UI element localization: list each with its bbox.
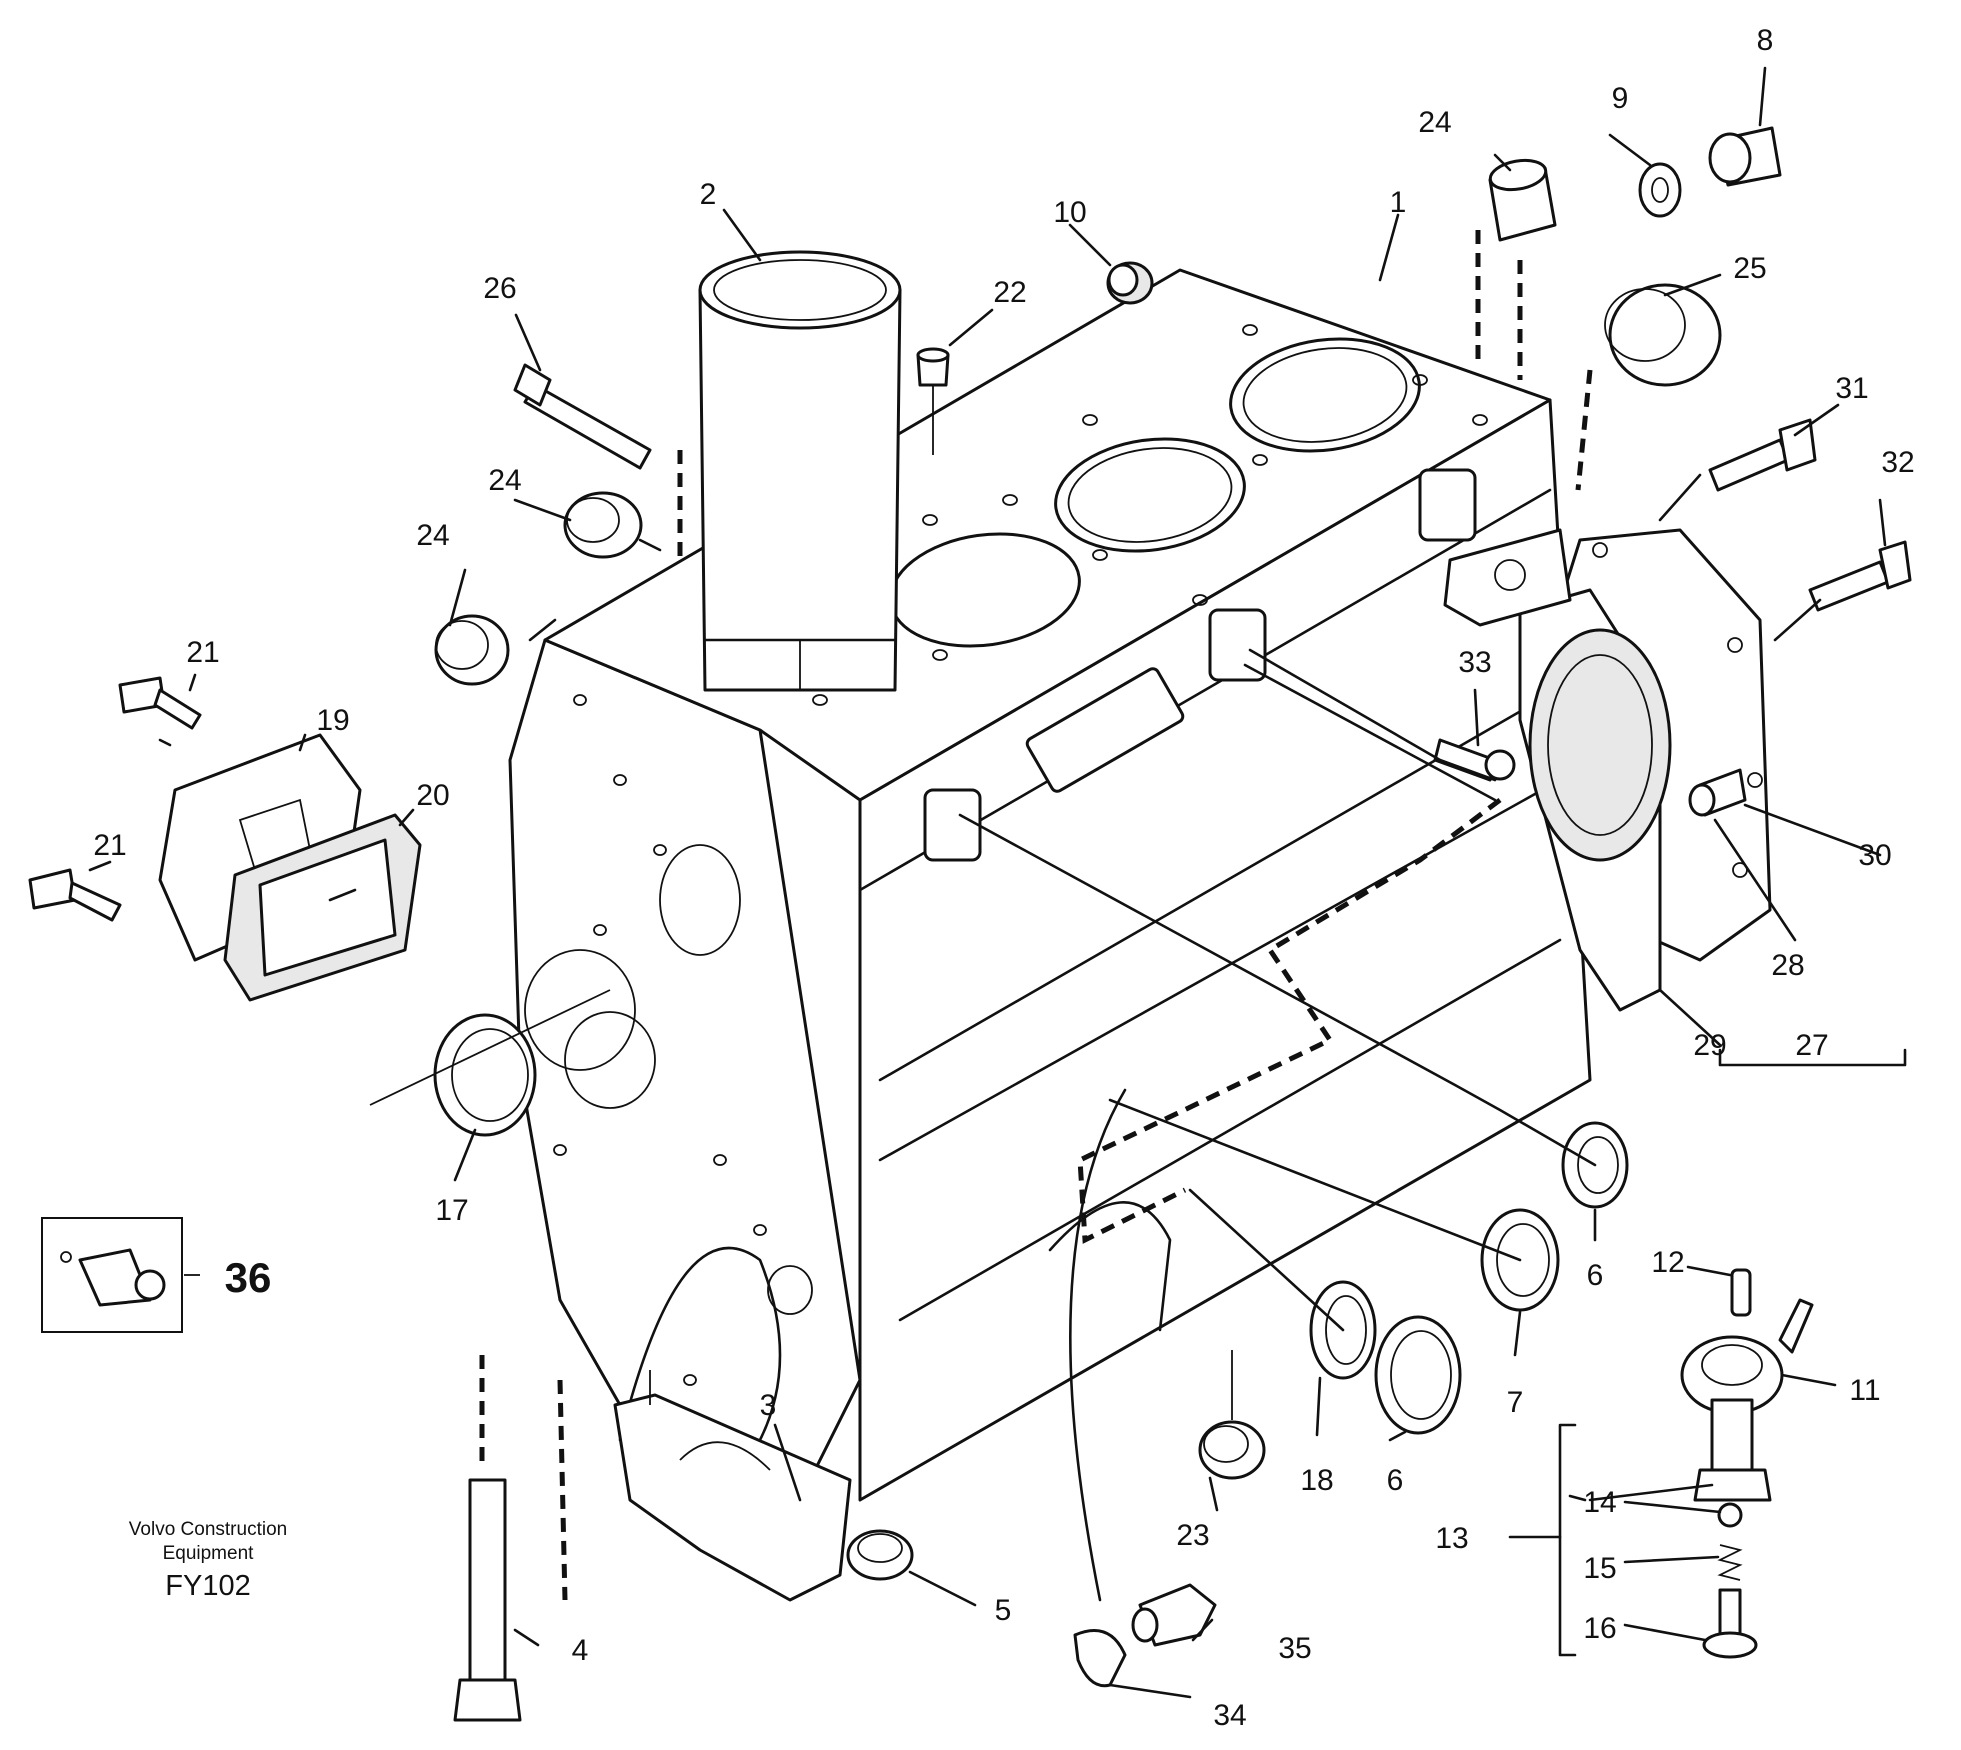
- engine-block: [508, 268, 1592, 1502]
- seal-6-bottom: [1374, 1315, 1462, 1435]
- callout-19: 19: [316, 704, 349, 737]
- callout-11: 11: [1849, 1374, 1880, 1407]
- valve-13: [1693, 1398, 1772, 1502]
- bolt-32: [1808, 540, 1912, 612]
- callout-17: 17: [435, 1194, 468, 1227]
- bracket-27: [1718, 1048, 1907, 1067]
- inset-36: [41, 1217, 200, 1333]
- callout-5: 5: [995, 1594, 1012, 1627]
- callout-28: 28: [1771, 949, 1804, 982]
- callout-15: 15: [1583, 1552, 1616, 1585]
- rear-seal-housing: [1518, 528, 1772, 1012]
- ball-14: [1717, 1502, 1743, 1528]
- callout-35: 35: [1278, 1632, 1311, 1665]
- callout-21b: 21: [93, 829, 126, 862]
- core-plug-24-top: [1475, 158, 1557, 360]
- spring-15: [1717, 1544, 1743, 1581]
- callout-29: 29: [1693, 1029, 1726, 1062]
- callout-4: 4: [572, 1634, 589, 1667]
- callout-7: 7: [1507, 1386, 1524, 1419]
- callout-12: 12: [1651, 1246, 1684, 1279]
- callout-9: 9: [1612, 82, 1629, 115]
- callout-32: 32: [1881, 446, 1914, 479]
- callout-6b: 6: [1387, 1464, 1404, 1497]
- bolt-21-bottom: [28, 868, 122, 922]
- plug-8: [1708, 126, 1782, 187]
- callout-22: 22: [993, 276, 1026, 309]
- cap-25: [1575, 283, 1722, 491]
- brand-line-1: Volvo Construction: [128, 1519, 288, 1540]
- callout-23: 23: [1176, 1519, 1209, 1552]
- callout-36: 36: [225, 1254, 272, 1301]
- stud-bolt: [513, 363, 683, 560]
- leader-lines: [88, 66, 1887, 1699]
- washer-9: [1517, 162, 1682, 380]
- callout-27: 27: [1795, 1029, 1828, 1062]
- dowel-30: [1688, 768, 1747, 817]
- guide-lines: [158, 473, 1822, 1602]
- callout-26: 26: [483, 272, 516, 305]
- oil-jet-11: [1680, 1298, 1814, 1415]
- bracket-13: [1558, 1423, 1577, 1657]
- callout-3: 3: [760, 1389, 777, 1422]
- fitting-34: [1073, 1629, 1127, 1688]
- callout-30: 30: [1858, 839, 1891, 872]
- plug-5: [846, 1529, 914, 1581]
- callout-10: 10: [1053, 196, 1086, 229]
- gasket-20: [223, 813, 422, 1002]
- pin-12: [1730, 1268, 1752, 1317]
- callout-31: 31: [1835, 372, 1868, 405]
- callout-25: 25: [1733, 252, 1766, 285]
- footer-brand: Volvo Construction Equipment FY102: [78, 1518, 338, 1604]
- plug-10: [1106, 261, 1154, 305]
- bearing-17: [369, 989, 611, 1137]
- callout-8: 8: [1757, 24, 1774, 57]
- callout-6a: 6: [1587, 1259, 1604, 1292]
- plug-23: [1198, 1350, 1266, 1480]
- brand-line-2: Equipment: [162, 1543, 254, 1564]
- dowel-pin: [916, 347, 950, 455]
- cylinder-liner: [698, 250, 902, 692]
- callout-18: 18: [1300, 1464, 1333, 1497]
- core-plug-24-mid: [563, 491, 643, 559]
- callout-16: 16: [1583, 1612, 1616, 1645]
- callout-24c: 24: [416, 519, 449, 552]
- callouts: 1 2 3 4 5 6 6 7 8 9 10 11 12 13 14 15 16…: [93, 24, 1914, 1732]
- callout-13: 13: [1435, 1522, 1468, 1555]
- screw-16: [1702, 1588, 1758, 1659]
- bracket-plate: [1443, 528, 1572, 627]
- bearing-cap-3: [613, 1370, 852, 1602]
- bolt-4: [453, 1355, 568, 1722]
- core-plug-24-left: [434, 614, 510, 686]
- callout-14: 14: [1583, 1486, 1616, 1519]
- callout-20: 20: [416, 779, 449, 812]
- callout-24b: 24: [488, 464, 521, 497]
- bolt-21-top: [118, 676, 202, 730]
- callout-2: 2: [700, 178, 717, 211]
- callout-1: 1: [1390, 186, 1407, 219]
- callout-33: 33: [1458, 646, 1491, 679]
- callout-21a: 21: [186, 636, 219, 669]
- sender-35: [1131, 1583, 1217, 1647]
- callout-34: 34: [1213, 1699, 1246, 1732]
- screw-33: [1433, 738, 1516, 782]
- callout-24a: 24: [1418, 106, 1451, 139]
- bolt-31: [1708, 418, 1817, 492]
- drawing-code: FY102: [165, 1570, 251, 1602]
